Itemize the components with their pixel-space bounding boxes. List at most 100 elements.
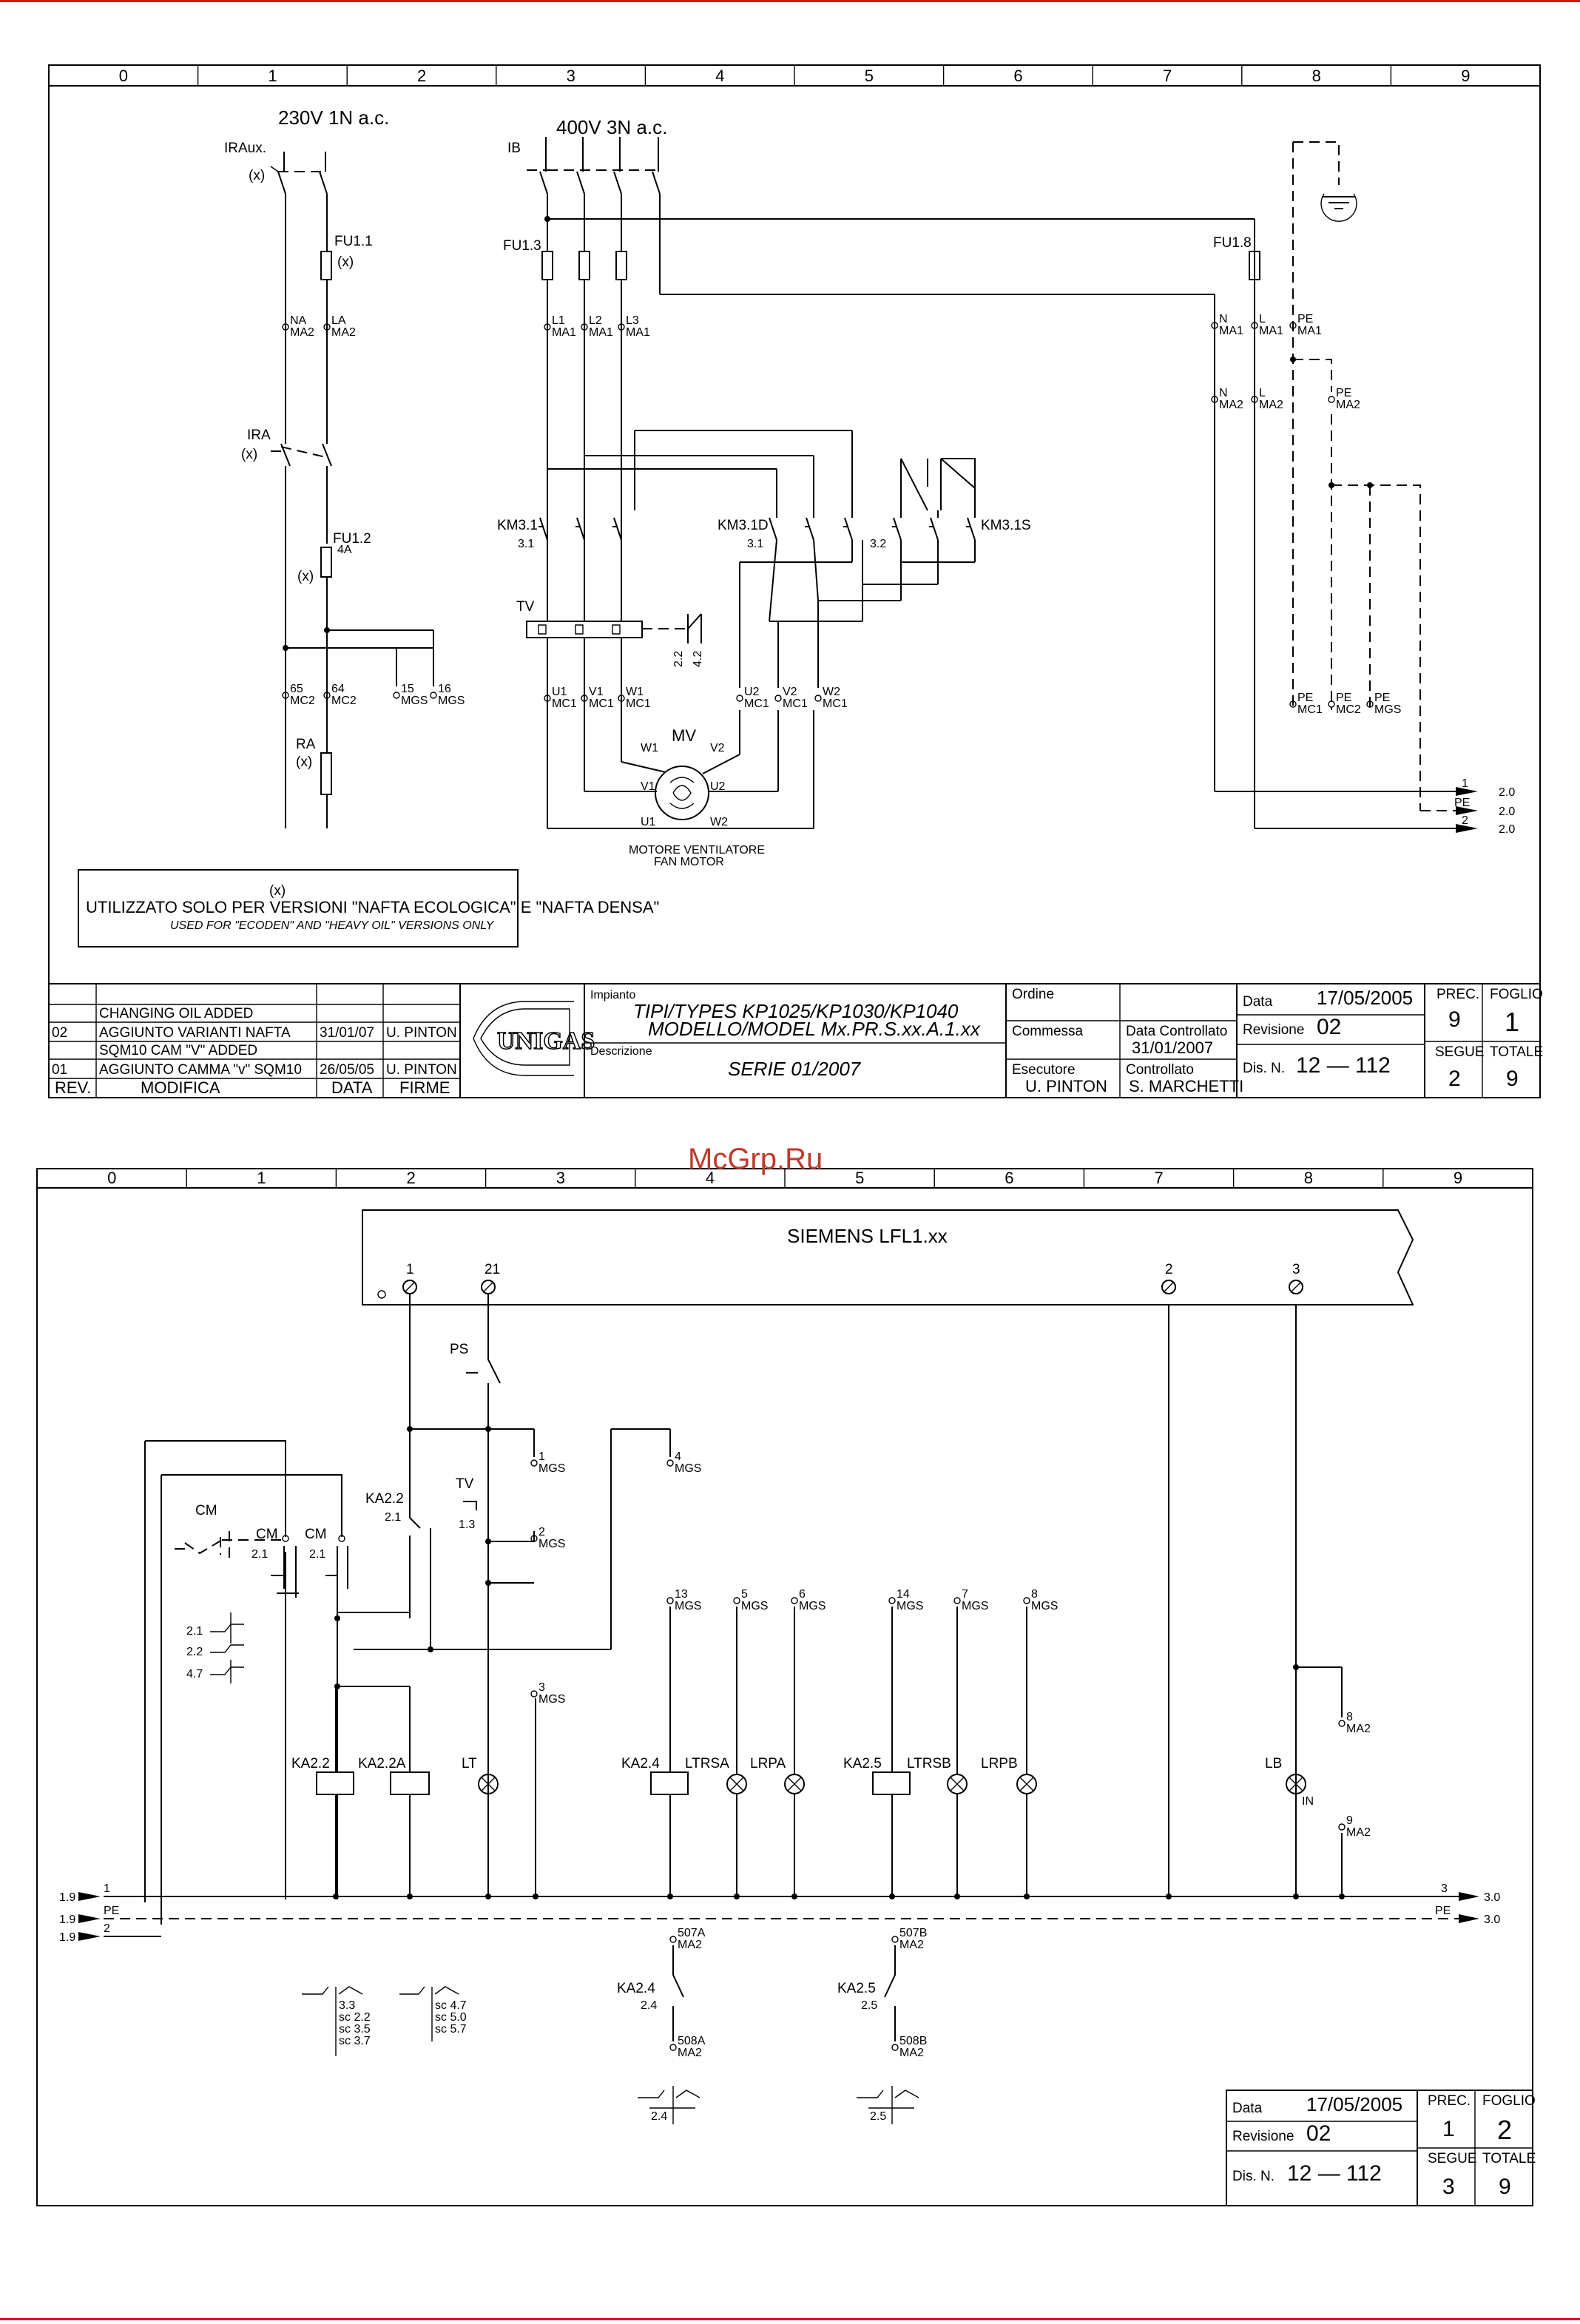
terminal-number: V2 xyxy=(783,686,797,698)
terminal-block: MGS xyxy=(675,1462,701,1475)
ka22a-coil xyxy=(390,1771,430,1795)
terminal-number: U1 xyxy=(552,686,567,698)
terminal-block: MA2 xyxy=(290,326,314,339)
terminal-number: 508A xyxy=(678,2035,706,2047)
ira-label: IRA xyxy=(247,428,271,443)
km31d-label: KM3.1D xyxy=(718,518,769,533)
terminal-block: MA2 xyxy=(899,2047,924,2059)
terminal-symbol xyxy=(791,1597,798,1604)
terminal-number: 5 xyxy=(741,1588,748,1601)
ka22-coil xyxy=(316,1771,354,1795)
totale-value: 9 xyxy=(1506,1067,1519,1091)
revision-table: CHANGING OIL ADDED 02 AGGIUNTO VARIANTI NA… xyxy=(48,983,461,1098)
terminal-block: MC1 xyxy=(744,697,769,710)
terminal-block: MGS xyxy=(539,1693,565,1706)
rev-header-rev: REV. xyxy=(55,1078,91,1097)
title-model: MODELLO/MODEL Mx.PR.S.xx.A.1.xx xyxy=(648,1018,981,1040)
terminal-number: 8 xyxy=(1346,1711,1353,1723)
revision-description: CHANGING OIL ADDED xyxy=(99,1006,253,1021)
input-ref: 1.9 xyxy=(59,1913,75,1926)
sheet2-wiring: PS TV 1.3 KA2.2 2.1 CM CM CM 2.1 2.1 xyxy=(59,1293,1500,1944)
column-number: 4 xyxy=(706,1169,715,1187)
terminal-symbol xyxy=(666,1597,674,1604)
terminal-symbol xyxy=(666,1459,674,1467)
main-power-circuit: IB FU1.3 FU1.8 KM3.1 3.1 KM3.1D 3.1 KM3.… xyxy=(497,137,1456,868)
unigas-logo: UNIGAS xyxy=(459,983,595,1098)
revision-date: 31/01/07 xyxy=(320,1025,374,1041)
column-number: 1 xyxy=(257,1169,266,1187)
terminal-block: MC1 xyxy=(1297,703,1323,716)
controller-terminal-number: 2 xyxy=(1165,1262,1173,1277)
output-label: PE xyxy=(1454,797,1470,809)
crossref-entry: 3.3 xyxy=(339,1999,355,2012)
mv-label: MV xyxy=(672,726,696,745)
iraux-note-mark: (x) xyxy=(249,168,265,183)
ordine-label: Ordine xyxy=(1012,987,1054,1002)
ka25-coil-label: KA2.5 xyxy=(843,1756,882,1771)
terminal-number: N xyxy=(1219,387,1228,399)
cam-ref-22: 2.2 xyxy=(186,1646,203,1658)
terminal-symbol xyxy=(733,1597,740,1604)
revision-description: AGGIUNTO VARIANTI NAFTA xyxy=(99,1025,291,1041)
note-mark: (x) xyxy=(269,883,286,899)
terminal-block: MA2 xyxy=(1259,399,1283,411)
main-supply-label: 400V 3N a.c. xyxy=(556,116,667,138)
terminal-block: MA1 xyxy=(1259,325,1283,337)
terminal-symbol xyxy=(1211,322,1218,329)
cm-label-1: CM xyxy=(195,1503,217,1519)
ltrsb-label: LTRSB xyxy=(907,1756,951,1771)
terminal-number: PE xyxy=(1374,692,1390,704)
fu12-label: FU1.2 xyxy=(333,531,371,547)
column-number: 0 xyxy=(107,1169,116,1187)
motor-u1: U1 xyxy=(641,816,656,828)
ka25-contact-ref: 2.5 xyxy=(861,1999,877,2012)
title-serie: SERIE 01/2007 xyxy=(728,1058,862,1080)
terminal-block: MGS xyxy=(962,1600,988,1612)
terminal-symbol xyxy=(1023,1597,1030,1604)
revisione-label: Revisione xyxy=(1243,1022,1304,1038)
terminal-symbol xyxy=(544,323,551,331)
revision-number: 01 xyxy=(52,1062,67,1078)
terminal-block: MGS xyxy=(675,1600,701,1612)
output-ref: 2.0 xyxy=(1499,805,1515,818)
terminal-symbol xyxy=(430,692,437,699)
ra-note-mark: (x) xyxy=(296,754,312,770)
terminal-number: L2 xyxy=(589,314,602,327)
lrpb-label: LRPB xyxy=(981,1756,1018,1771)
data-value: 17/05/2005 xyxy=(1317,987,1413,1009)
terminal-symbol xyxy=(282,692,289,699)
crossref-entry: sc 2.2 xyxy=(339,2011,371,2024)
lamp-symbol xyxy=(478,1774,499,1794)
input-ref: 1.9 xyxy=(59,1891,75,1904)
controller-label: SIEMENS LFL1.xx xyxy=(787,1225,948,1247)
output-ref: 3.0 xyxy=(1484,1891,1500,1904)
terminal-block: MA2 xyxy=(678,2047,702,2059)
terminal-block: MGS xyxy=(1031,1600,1058,1612)
ka24-contact-ref: 2.4 xyxy=(641,1999,657,2012)
fan-motor-symbol xyxy=(655,766,709,820)
revision-number: 02 xyxy=(52,1025,67,1041)
terminal-symbol xyxy=(669,2044,677,2051)
ka24-contact-label: KA2.4 xyxy=(617,1981,655,1996)
output-ref: 2.0 xyxy=(1499,823,1515,836)
terminal-block: MA2 xyxy=(331,326,356,339)
motor-v2: V2 xyxy=(710,742,725,754)
s2-prec-label: PREC. xyxy=(1428,2093,1471,2109)
s2-segue-value: 3 xyxy=(1442,2175,1455,2199)
terminal-number: 16 xyxy=(438,683,451,695)
esecutore-label: Esecutore xyxy=(1012,1062,1076,1078)
output-label: 3 xyxy=(1441,1882,1448,1895)
column-number: 2 xyxy=(417,67,426,85)
crossref-ka24-value: 2.4 xyxy=(651,2110,667,2123)
controller-terminal-number: 3 xyxy=(1292,1262,1300,1277)
crossref-ka24: 2.4 xyxy=(638,2086,700,2124)
ps-label: PS xyxy=(450,1342,468,1357)
terminal-block: MGS xyxy=(401,695,428,707)
note-italian: UTILIZZATO SOLO PER VERSIONI "NAFTA ECOL… xyxy=(86,898,659,916)
motor-u2: U2 xyxy=(710,780,726,793)
commessa-label: Commessa xyxy=(1012,1024,1084,1039)
terminal-symbol xyxy=(953,1597,961,1604)
terminal-symbol xyxy=(581,323,588,331)
terminal-number: 8 xyxy=(1031,1588,1038,1601)
